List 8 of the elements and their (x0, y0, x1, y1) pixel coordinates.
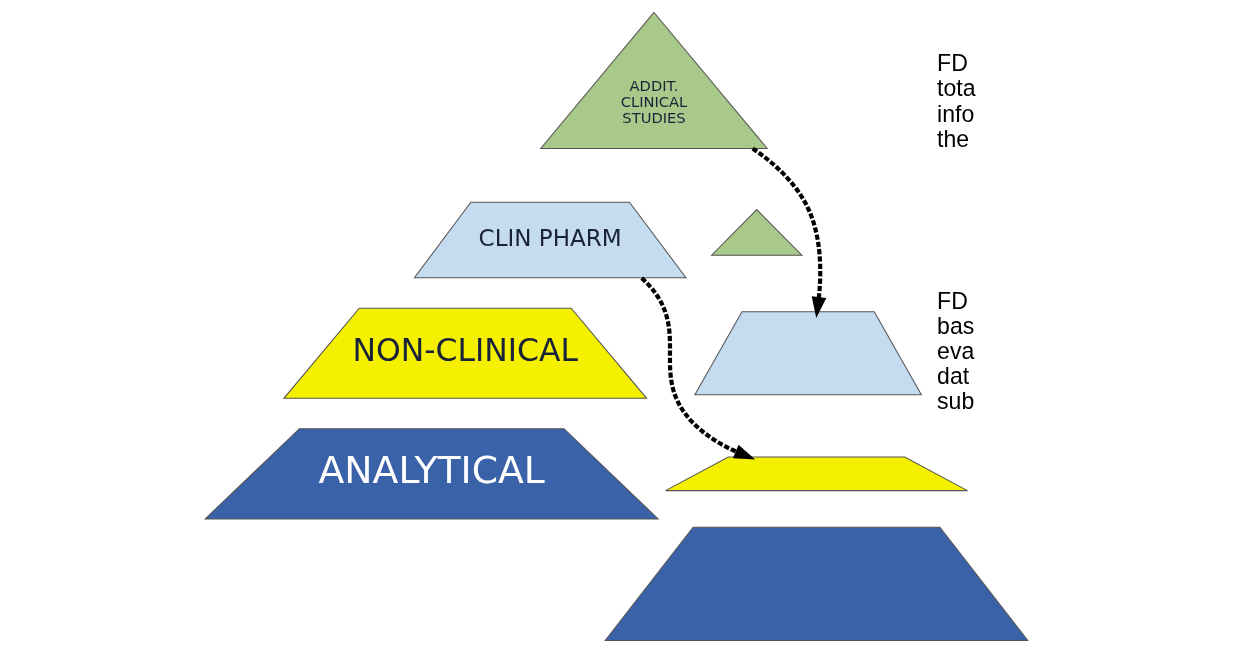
node-triangle (710, 208, 804, 256)
arrow (751, 146, 827, 318)
label: FD tota info the (937, 50, 976, 152)
node-band (665, 456, 969, 492)
node-band (693, 311, 923, 396)
arrow (640, 276, 756, 460)
node-band (604, 526, 1029, 642)
label: FD bas eva dat sub (937, 287, 975, 415)
